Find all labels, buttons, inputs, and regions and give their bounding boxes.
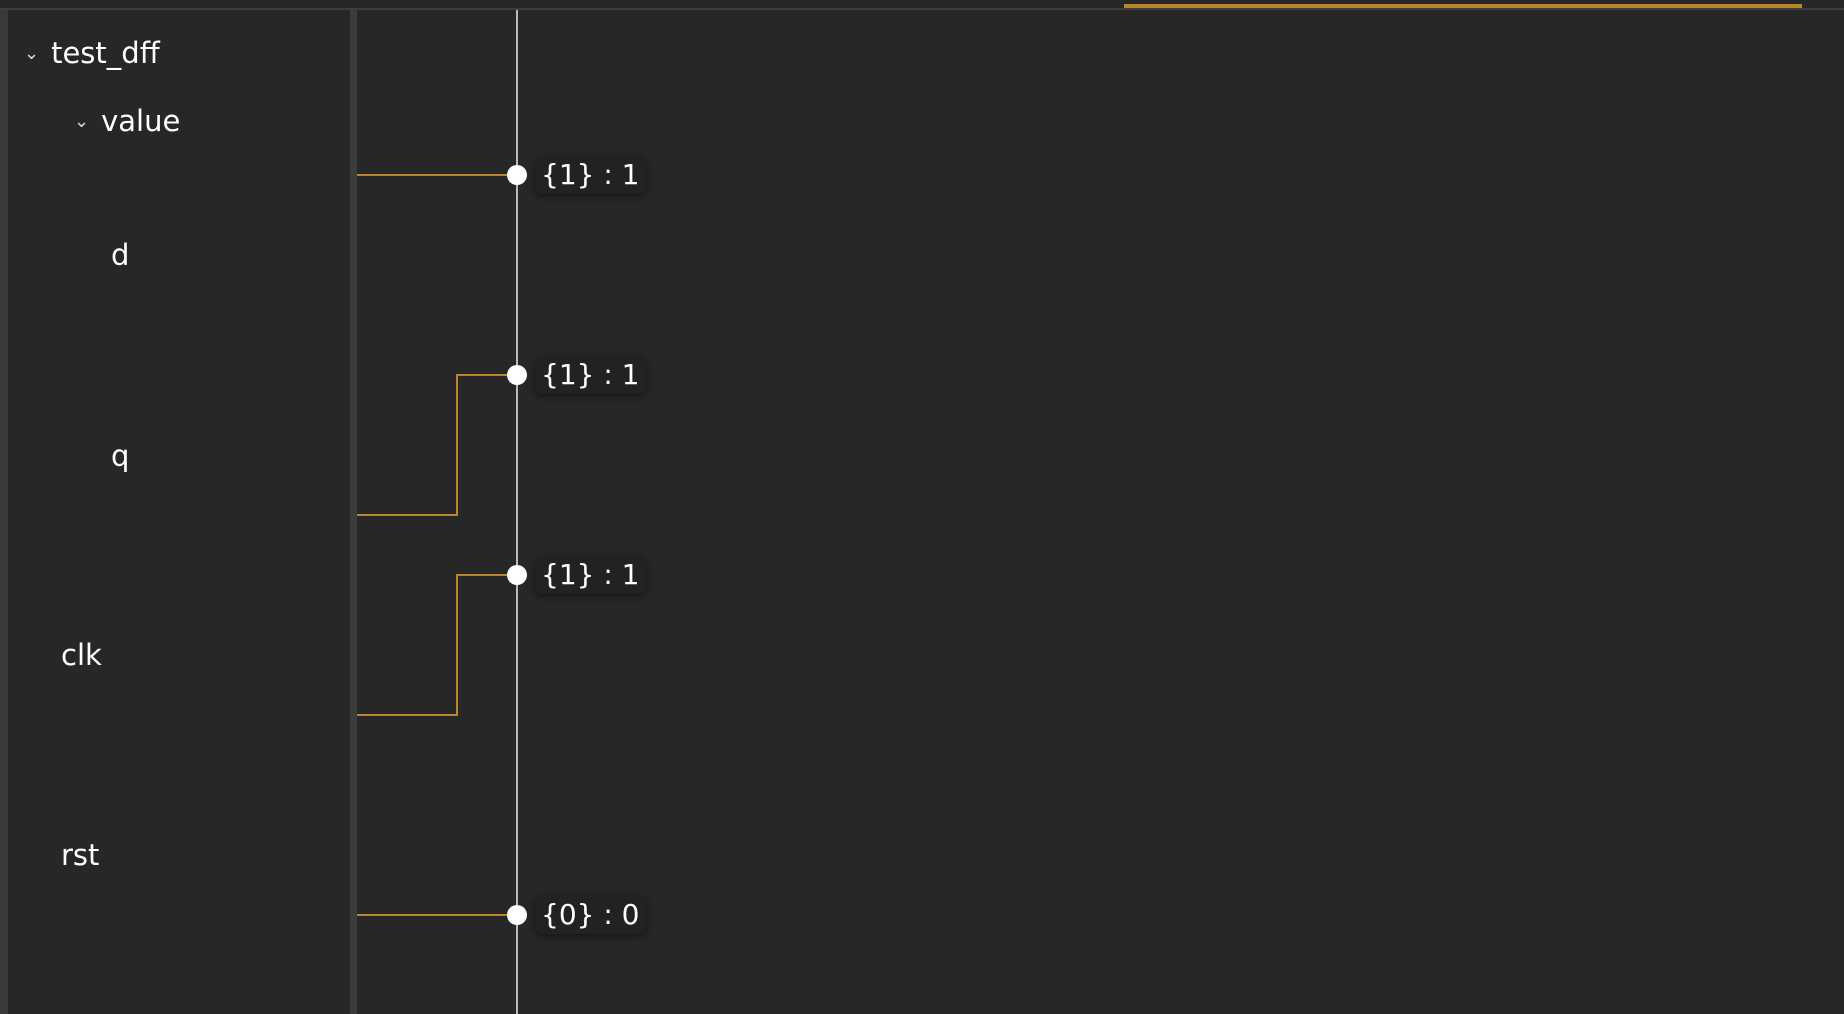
value-label-q: {1} : 1 (535, 356, 646, 394)
value-label-clk: {1} : 1 (535, 556, 646, 594)
value-label-d: {1} : 1 (535, 156, 646, 194)
cursor-marker-rst (507, 905, 527, 925)
left-edge-strip (0, 10, 8, 1014)
top-border (0, 8, 1844, 10)
waveform-clk (357, 574, 517, 716)
tree-node-value[interactable]: ⌄ value (74, 104, 180, 143)
signal-rst[interactable]: rst (61, 838, 100, 872)
chevron-down-icon[interactable]: ⌄ (74, 111, 90, 132)
cursor-marker-d (507, 165, 527, 185)
loading-progress-bar (1124, 4, 1802, 8)
value-label-rst: {0} : 0 (535, 896, 646, 934)
signal-tree-panel: ⌄ test_dff ⌄ value d q clk rst (8, 10, 350, 1014)
chevron-down-icon[interactable]: ⌄ (24, 43, 40, 64)
signal-clk[interactable]: clk (61, 638, 102, 672)
waveform-q (357, 374, 517, 516)
waveform-viewer[interactable]: {1} : 1 {1} : 1 {1} : 1 {0} : 0 (357, 10, 1844, 1014)
tree-node-test-dff[interactable]: ⌄ test_dff (24, 36, 160, 75)
tree-node-label: value (101, 104, 181, 138)
signal-d[interactable]: d (111, 238, 130, 272)
cursor-marker-q (507, 365, 527, 385)
tree-node-label: test_dff (51, 36, 160, 70)
cursor-marker-clk (507, 565, 527, 585)
signal-q[interactable]: q (111, 439, 130, 473)
panel-resize-handle[interactable] (350, 10, 357, 1014)
